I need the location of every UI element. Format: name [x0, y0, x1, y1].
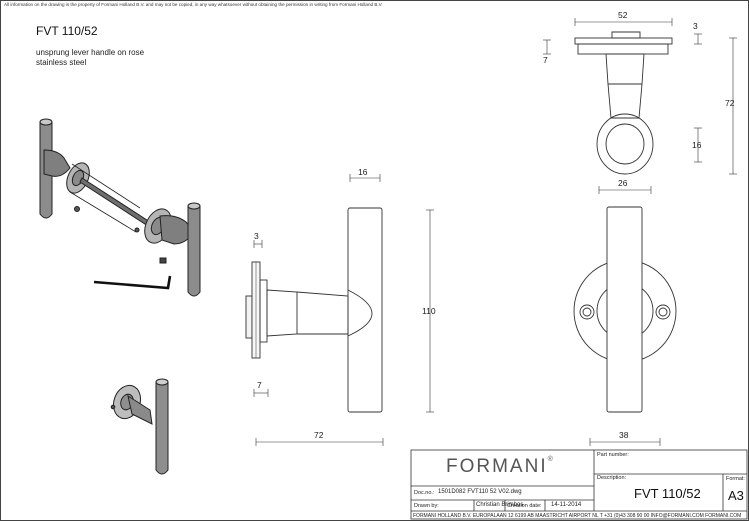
- title-block-frame: [410, 449, 748, 520]
- dim-side-length: 72: [314, 430, 324, 440]
- drawn-by-label: Drawn by:: [414, 503, 439, 509]
- product-description: unsprung lever handle on rose stainless …: [36, 48, 144, 68]
- creation-date-value: 14-11-2014: [551, 502, 582, 508]
- side-view: [245, 207, 383, 413]
- format-value: A3: [728, 488, 744, 503]
- drawn-by-value: Christian Brimbos: [476, 502, 524, 508]
- part-number-label: Part number:: [597, 452, 629, 458]
- dim-top-height: 72: [725, 98, 735, 108]
- dim-side-plate: 3: [254, 231, 259, 241]
- dim-top-bar: 26: [618, 178, 628, 188]
- creation-date-label: Creation date:: [507, 503, 542, 509]
- company-footer: FORMANI HOLLAND B.V. EUROPALAAN 12 6199 …: [413, 513, 742, 519]
- dim-side-rose: 7: [257, 380, 262, 390]
- dim-top-plate: 3: [693, 21, 698, 31]
- dim-side-bar-width: 16: [358, 167, 368, 177]
- description-line-1: unsprung lever handle on rose: [36, 48, 145, 57]
- doc-number-label: Doc.no.:: [414, 490, 435, 496]
- description-value: FVT 110/52: [634, 486, 701, 501]
- format-label: Format:: [726, 476, 745, 482]
- dim-top-width: 52: [618, 10, 628, 20]
- dim-top-rose: 7: [543, 55, 548, 65]
- drawing-title: FVT 110/52: [36, 24, 98, 38]
- brand-logo: FORMANI®: [446, 456, 555, 478]
- brand-wordmark: FORMANI: [446, 456, 548, 477]
- description-label: Description:: [597, 475, 627, 481]
- copyright-notice: All information on the drawing is the pr…: [4, 2, 383, 7]
- brand-mark: ®: [547, 456, 555, 463]
- doc-number-value: 1501D082 FVT110 52 V02.dwg: [438, 489, 522, 495]
- dim-front-width: 38: [619, 430, 629, 440]
- dim-top-ring: 16: [692, 140, 702, 150]
- dim-side-height: 110: [422, 306, 436, 316]
- top-view: [574, 31, 673, 175]
- dimension-lines: [253, 18, 737, 446]
- iso-handle-view: [110, 378, 169, 475]
- description-line-2: stainless steel: [36, 58, 87, 67]
- iso-assembly-view: [39, 118, 201, 297]
- front-view: [573, 206, 677, 413]
